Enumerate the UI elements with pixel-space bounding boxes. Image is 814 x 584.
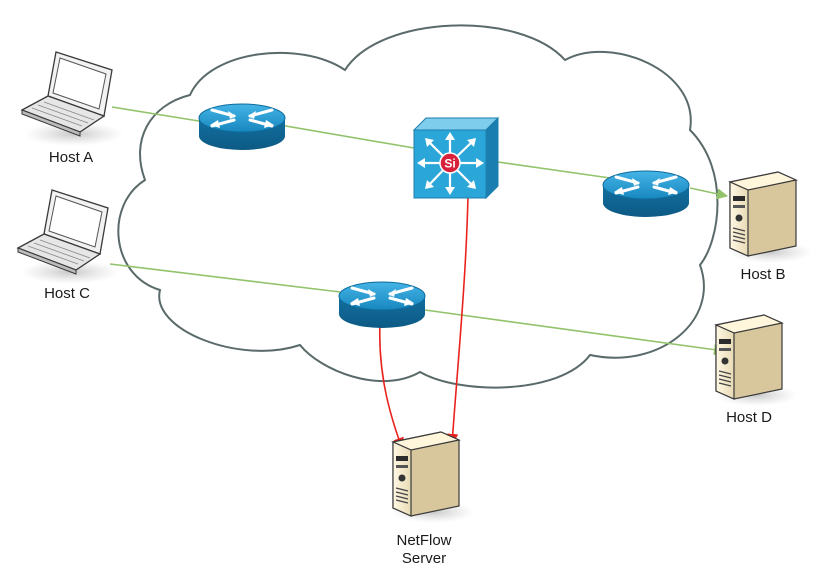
host-a-label: Host A — [48, 149, 94, 166]
link-host-c-router — [109, 263, 341, 293]
host-b-server-icon — [727, 171, 813, 264]
netflow-server-label: NetFlow Server — [384, 532, 464, 568]
netflow-server-label-line2: Server — [401, 550, 447, 567]
router-bottom-icon — [337, 280, 427, 330]
netflow-export-router — [378, 321, 404, 450]
link-router-host-d — [424, 309, 726, 356]
host-c-laptop-icon — [17, 189, 121, 285]
host-b-label: Host B — [740, 266, 786, 283]
core-switch-icon: Si — [412, 116, 500, 200]
host-d-label: Host D — [726, 409, 772, 426]
link-switch-router-right — [497, 161, 611, 179]
core-switch-label: Si — [444, 157, 455, 171]
link-router-switch — [279, 124, 415, 149]
netflow-server-icon — [390, 431, 476, 524]
netflow-export-switch — [447, 195, 469, 446]
link-router-right-host-b — [689, 187, 729, 200]
link-host-a-router — [111, 106, 206, 123]
host-d-server-icon — [713, 314, 799, 407]
netflow-server-label-line1: NetFlow — [396, 532, 452, 549]
host-a-laptop-icon — [21, 51, 125, 147]
router-top-left-icon — [197, 102, 287, 152]
host-c-label: Host C — [44, 285, 90, 302]
router-right-icon — [601, 169, 691, 219]
